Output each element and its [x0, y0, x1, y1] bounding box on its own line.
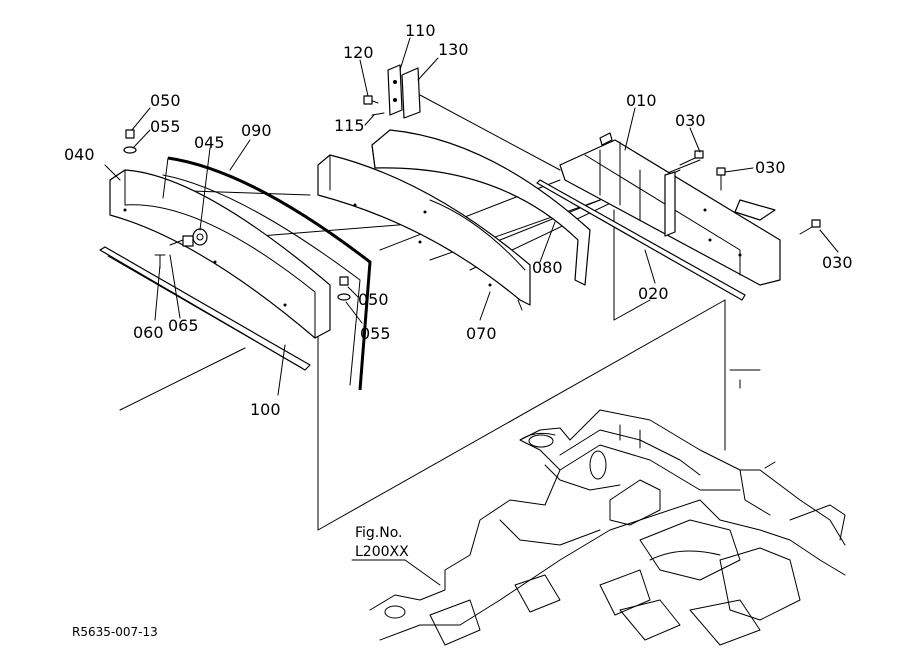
bolt-050-right — [337, 276, 351, 301]
label-060: 060 — [133, 323, 164, 342]
label-055b: 055 — [360, 324, 391, 343]
label-010: 010 — [626, 91, 657, 110]
bolts-030 — [679, 150, 821, 235]
label-115: 115 — [334, 116, 365, 135]
bracket-110-130 — [363, 64, 421, 119]
rail-020 — [536, 179, 746, 301]
label-130: 130 — [438, 40, 469, 59]
drawing-code: R5635-007-13 — [72, 625, 158, 639]
label-070: 070 — [466, 324, 497, 343]
label-045: 045 — [194, 133, 225, 152]
top-cover-080 — [371, 129, 591, 286]
label-055a: 055 — [150, 117, 181, 136]
label-030b: 030 — [755, 158, 786, 177]
label-110: 110 — [405, 21, 436, 40]
label-090: 090 — [241, 121, 272, 140]
label-030c: 030 — [822, 253, 853, 272]
label-050b: 050 — [358, 290, 389, 309]
label-065: 065 — [168, 316, 199, 335]
bolt-050-left — [123, 129, 137, 154]
tractor-chassis — [369, 409, 846, 646]
fig-no-code: L200XX — [355, 544, 409, 560]
label-080: 080 — [532, 258, 563, 277]
rear-panel-070 — [317, 154, 531, 311]
seal-strip-100 — [99, 246, 311, 371]
callout-leaders — [104, 37, 839, 396]
mounting-frame-010 — [559, 132, 781, 286]
label-040: 040 — [64, 145, 95, 164]
label-120: 120 — [343, 43, 374, 62]
fig-no-label: Fig.No. — [355, 525, 403, 541]
seal-strip-090 — [162, 156, 372, 391]
label-050a: 050 — [150, 91, 181, 110]
part-labels: 040 050 055 045 090 060 065 100 050 055 … — [64, 21, 853, 419]
label-020: 020 — [638, 284, 669, 303]
label-030a: 030 — [675, 111, 706, 130]
fig-reference: Fig.No. L200XX — [351, 525, 441, 586]
fender-panel-040 — [109, 169, 331, 339]
label-100: 100 — [250, 400, 281, 419]
